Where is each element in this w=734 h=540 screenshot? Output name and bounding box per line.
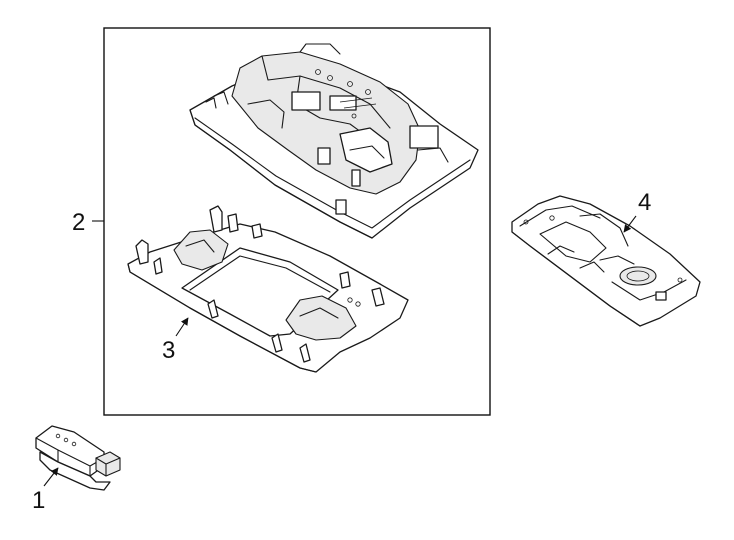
lamp-module [35, 425, 121, 491]
console-bezel [127, 205, 409, 373]
callout-2: 2 [72, 209, 85, 236]
leader-1 [43, 467, 59, 487]
leader-4 [623, 215, 637, 233]
leader-3 [175, 317, 189, 337]
callout-4: 4 [638, 189, 651, 216]
console-bracket [511, 195, 701, 327]
callout-1: 1 [32, 487, 45, 514]
callout-3: 3 [162, 337, 175, 364]
console-assembly-upper [189, 43, 479, 239]
